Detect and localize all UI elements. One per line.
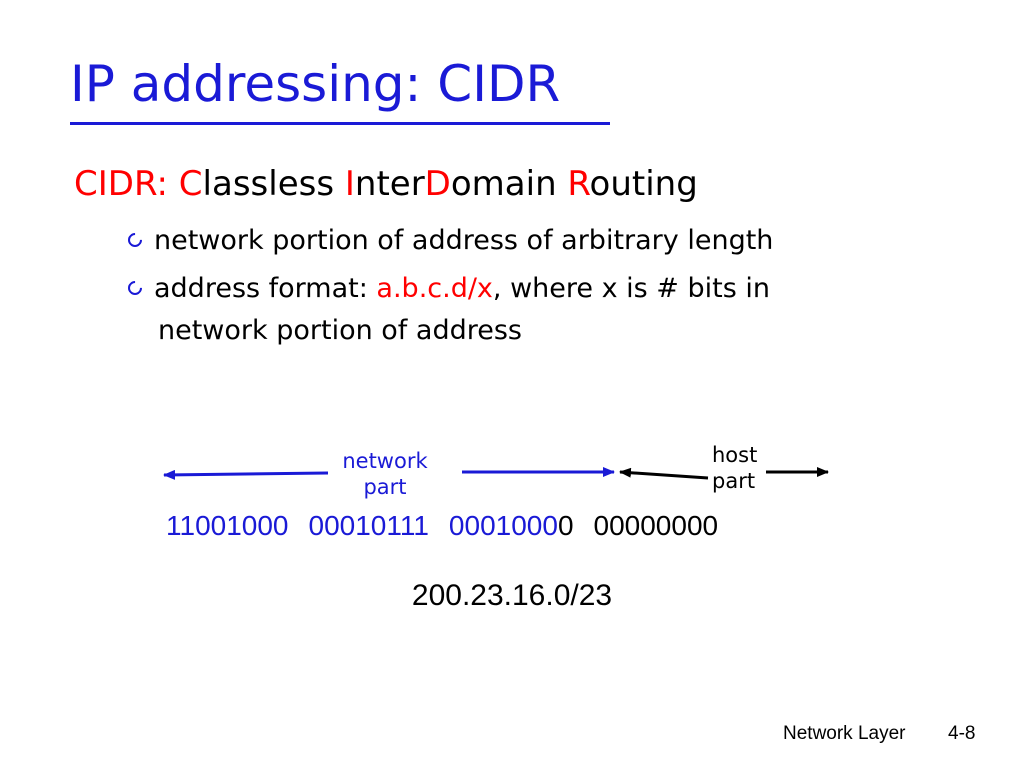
heading-prefix: CIDR: [74, 164, 179, 204]
heading-i-rest: nter [354, 164, 425, 204]
network-label-line1: network [342, 449, 428, 473]
slide-title: IP addressing: CIDR [70, 55, 561, 113]
heading-d-rest: omain [450, 164, 568, 204]
octet-1: 11001000 [166, 510, 289, 541]
network-arrow-left [163, 469, 329, 480]
heading-c-rest: lassless [202, 164, 345, 204]
page-number: 4-8 [948, 723, 976, 744]
host-arrow-left [619, 467, 709, 480]
host-part-label: host part [712, 442, 776, 494]
bullet-address-format: address format: a.b.c.d/x, where x is # … [125, 268, 771, 310]
cidr-heading: CIDR: Classless InterDomain Routing [74, 162, 698, 206]
bullet-text: network portion of address of arbitrary … [154, 225, 774, 256]
heading-i-letter: I [344, 164, 355, 204]
host-label-line2: part [712, 469, 756, 493]
heading-c-letter: C [178, 164, 203, 204]
footer-label: Network Layer [783, 723, 906, 744]
bullet-text-prefix: address format: [154, 273, 377, 304]
address-format-highlight: a.b.c.d/x [376, 273, 493, 304]
host-label-line1: host [712, 443, 758, 467]
bullet-icon [125, 278, 145, 298]
bullet-arbitrary-length: network portion of address of arbitrary … [125, 220, 774, 262]
bullet-icon [125, 230, 145, 250]
network-part-label: network part [328, 448, 442, 500]
heading-r-rest: outing [589, 164, 698, 204]
octet-3-network-bits: 0001000 [448, 510, 558, 541]
octet-3-host-bit: 0 [557, 510, 574, 541]
network-label-line2: part [363, 475, 407, 499]
octet-4: 00000000 [593, 510, 719, 541]
heading-d-letter: D [424, 164, 451, 204]
octet-2: 00010111 [308, 510, 429, 541]
dotted-decimal-address: 200.23.16.0/23 [411, 579, 613, 612]
bullet-continuation: network portion of address [158, 315, 522, 346]
title-underline [70, 122, 610, 125]
heading-r-letter: R [567, 164, 590, 204]
bullet-text-suffix: , where x is # bits in [492, 273, 771, 304]
